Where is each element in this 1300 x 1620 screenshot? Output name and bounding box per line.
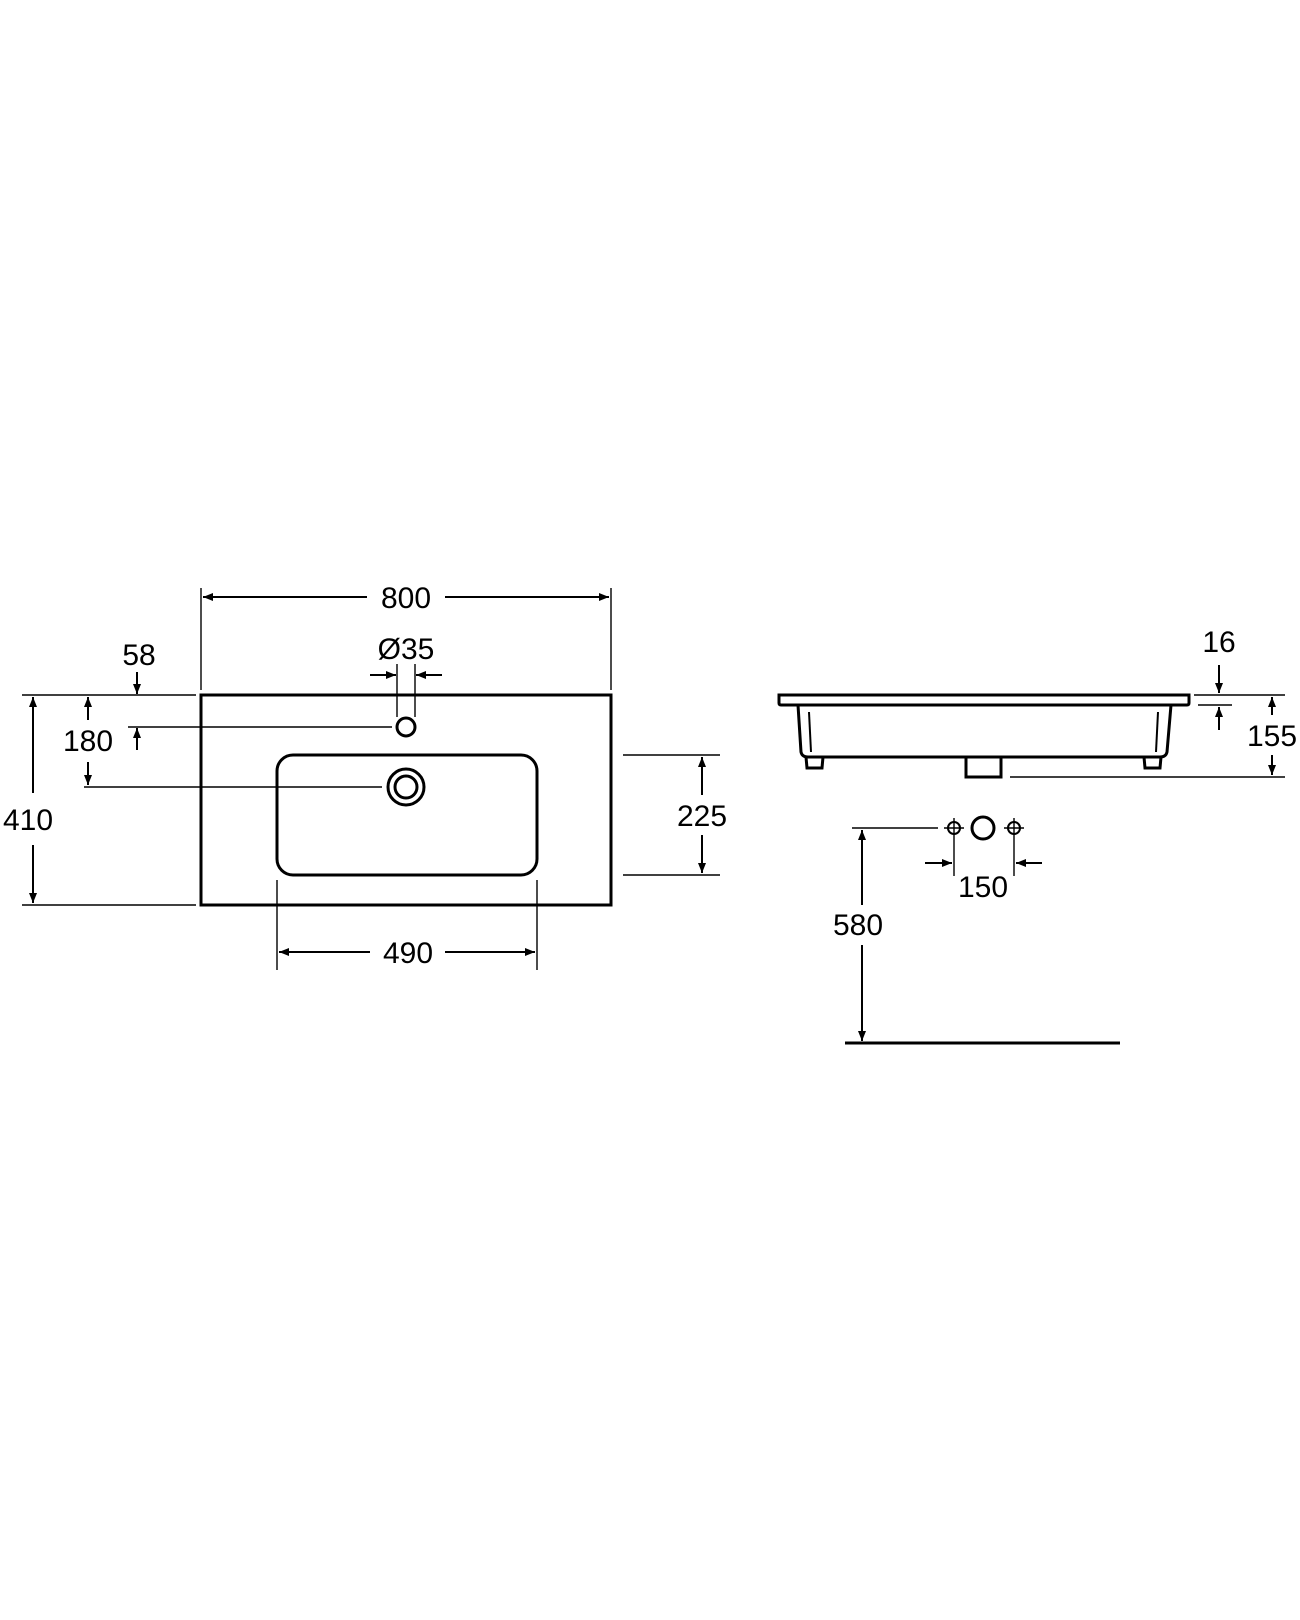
drain-inner	[393, 774, 419, 800]
side-view	[777, 693, 1191, 779]
dimension-drain-offset: 180	[63, 697, 382, 788]
dimension-rim-thickness-label: 16	[1202, 626, 1235, 659]
dimension-mount-height-label: 580	[833, 909, 883, 942]
dimension-faucet-hole: Ø35	[370, 633, 442, 717]
dimension-width: 800	[200, 582, 612, 690]
top-view	[199, 693, 613, 907]
bowl-profile	[796, 704, 1173, 759]
dimension-tap-spacing-label: 150	[958, 871, 1008, 904]
basin-bowl-outline	[275, 753, 539, 877]
countertop-outline	[199, 693, 613, 907]
dimension-height: 155	[1010, 694, 1297, 778]
dimension-height-label: 155	[1247, 720, 1297, 753]
dimension-width-label: 800	[381, 582, 431, 615]
rim-outline	[777, 693, 1191, 707]
dimension-mount-height: 580	[833, 827, 1120, 1045]
dimension-hole-offset-label: 58	[122, 639, 155, 672]
dimension-rim-thickness: 16	[1198, 626, 1236, 730]
tap-hole-center	[970, 815, 996, 841]
dimension-basin-depth-label: 225	[677, 800, 727, 833]
drain-outer	[386, 767, 426, 807]
left-foot	[804, 756, 825, 770]
dimension-drain-offset-label: 180	[63, 725, 113, 758]
dimension-basin-depth: 225	[623, 754, 727, 876]
dimension-basin-width-label: 490	[383, 937, 433, 970]
dimension-depth: 410	[3, 694, 196, 906]
dimension-faucet-hole-label: Ø35	[378, 633, 435, 666]
faucet-hole	[395, 716, 417, 738]
dimension-depth-label: 410	[3, 804, 53, 837]
drain-outlet	[964, 757, 1003, 779]
dimension-hole-offset: 58	[122, 639, 392, 750]
dimension-tap-spacing: 150	[925, 859, 1042, 904]
right-foot	[1142, 756, 1163, 770]
dimension-basin-width: 490	[276, 880, 538, 970]
tap-holes	[944, 815, 1024, 876]
